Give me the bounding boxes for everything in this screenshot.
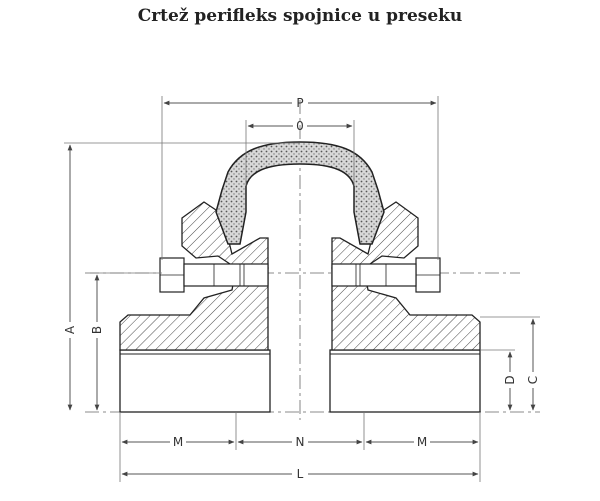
label-n: N: [296, 435, 305, 449]
dimension-p: P: [163, 96, 437, 110]
right-bolt: [331, 257, 441, 293]
label-b: B: [90, 326, 104, 334]
left-bolt: [159, 257, 269, 293]
label-l: L: [297, 467, 304, 481]
right-shaft: [329, 349, 481, 413]
left-shaft: [119, 349, 271, 413]
left-hub: [119, 267, 269, 351]
flexible-tire: [215, 141, 385, 245]
dimension-c: C: [526, 318, 540, 411]
dimension-a: A: [63, 144, 77, 411]
dimension-m-right: M: [365, 435, 479, 449]
right-hub: [331, 267, 481, 351]
label-p: P: [296, 96, 303, 110]
dimension-l: L: [121, 467, 479, 481]
label-o: 0: [296, 119, 304, 133]
page-title: Crtež perifleks spojnice u preseku: [137, 6, 463, 26]
dimension-m-left: M: [121, 435, 235, 449]
dimension-o: 0: [247, 119, 353, 133]
label-d: D: [503, 375, 517, 384]
label-m-right: M: [417, 435, 427, 449]
dimension-b: B: [90, 274, 104, 411]
label-a: A: [63, 325, 77, 334]
dimension-n: N: [237, 435, 363, 449]
label-m-left: M: [173, 435, 183, 449]
extension-lines: [64, 96, 540, 482]
label-c: C: [526, 376, 540, 384]
dimension-d: D: [503, 351, 517, 411]
